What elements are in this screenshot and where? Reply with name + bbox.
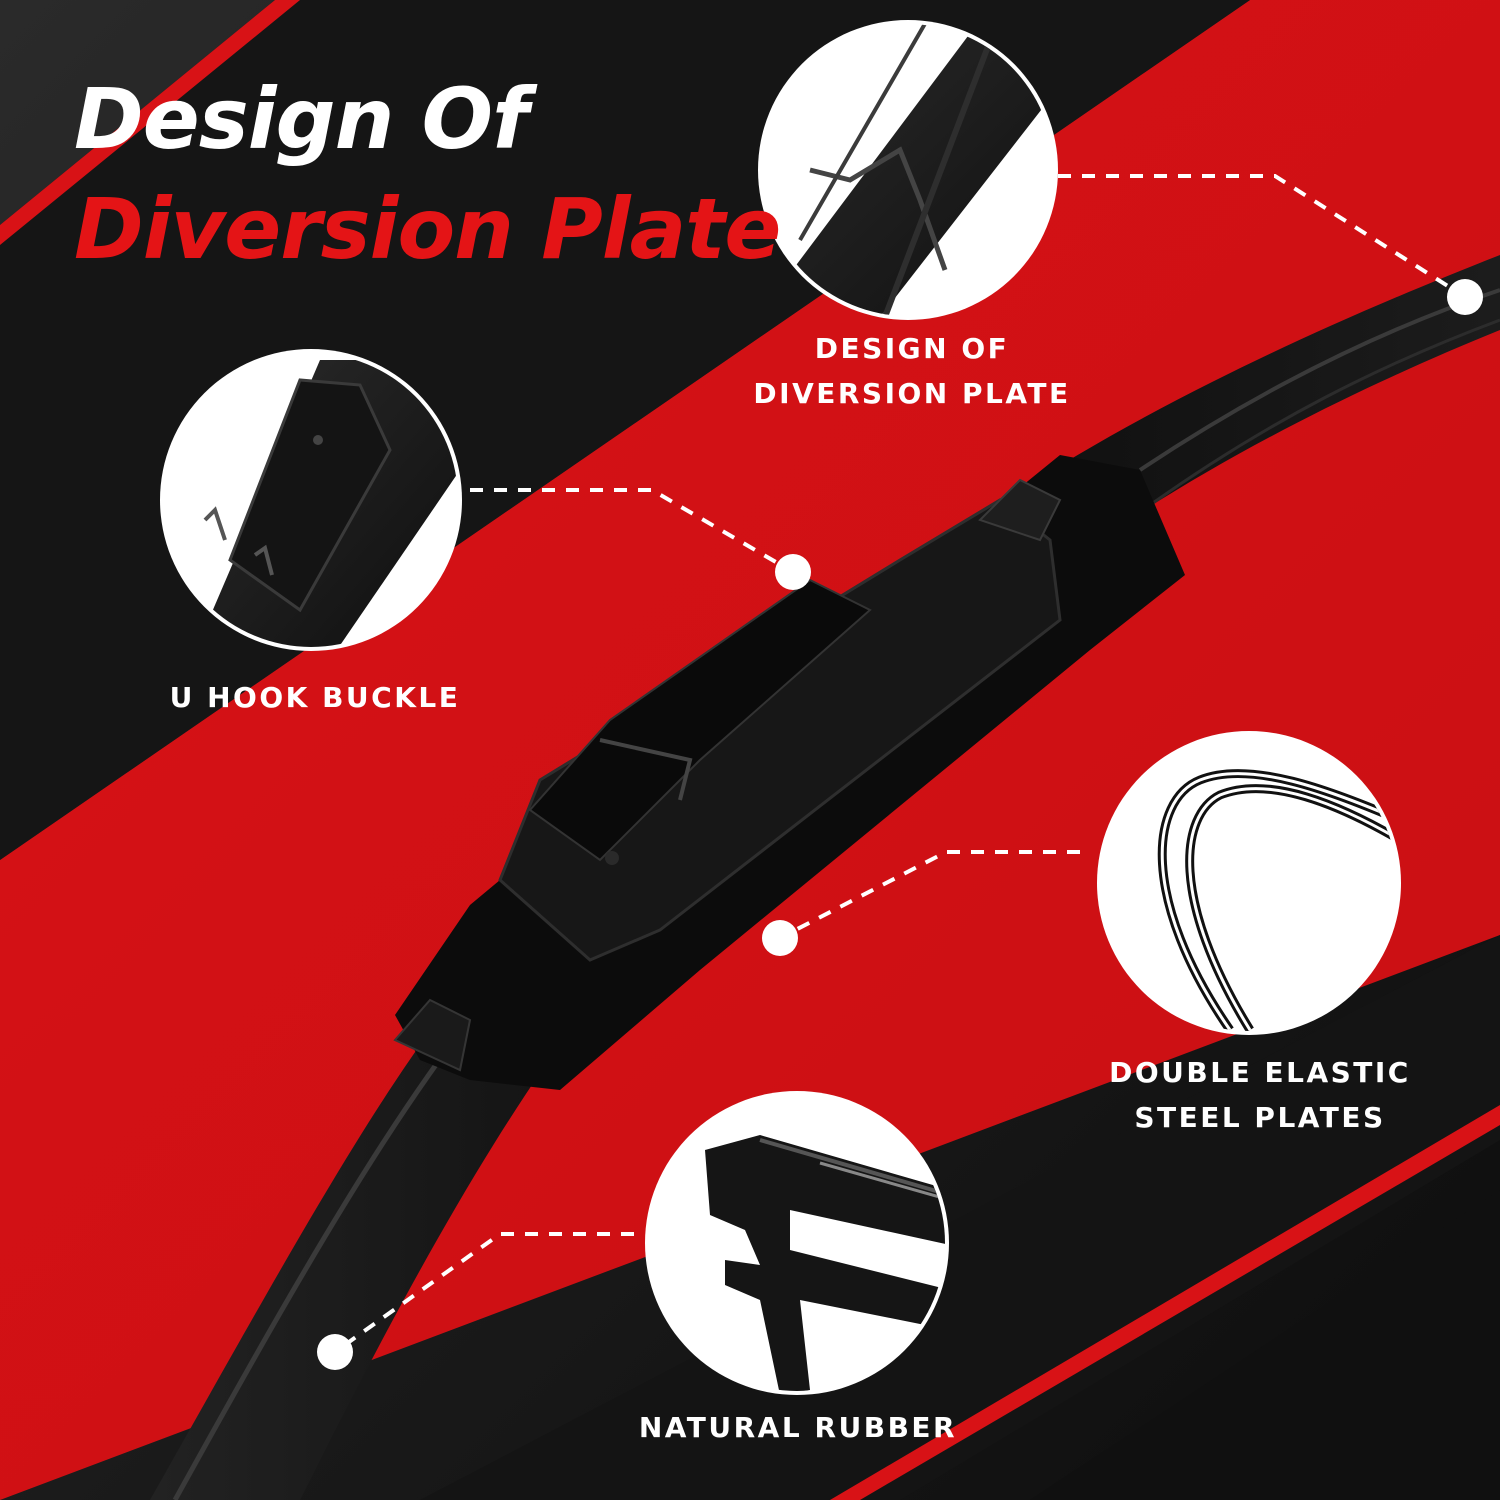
callout-label-steel-plates: DOUBLE ELASTIC STEEL PLATES xyxy=(1080,1050,1440,1140)
headline-line-1: Design Of xyxy=(74,70,529,168)
dark-corner xyxy=(1030,1190,1500,1500)
red-stripe-lower xyxy=(830,1105,1500,1500)
callout-label-rubber: NATURAL RUBBER xyxy=(616,1405,980,1450)
callout-dot-steel-plates xyxy=(762,920,798,956)
detail-circle-u-hook xyxy=(160,349,462,651)
callout-label-line: STEEL PLATES xyxy=(1134,1101,1386,1134)
callout-label-line: DESIGN OF xyxy=(814,332,1010,365)
callout-dot-u-hook xyxy=(775,554,811,590)
callout-dot-diversion-plate xyxy=(1447,279,1483,315)
callout-label-line: NATURAL RUBBER xyxy=(638,1411,958,1444)
dark-lower-band xyxy=(420,935,1500,1500)
headline-line-2: Diversion Plate xyxy=(74,180,781,278)
callout-label-line: DIVERSION PLATE xyxy=(753,377,1071,410)
detail-circle-diversion-plate xyxy=(758,20,1058,320)
detail-circle-rubber xyxy=(645,1091,949,1395)
connector-housing xyxy=(393,455,1185,1090)
callout-connectors xyxy=(333,174,1467,1354)
callout-label-u-hook: U HOOK BUCKLE xyxy=(140,675,490,720)
red-stripe-top xyxy=(0,0,300,245)
detail-circle-steel-plates xyxy=(1097,731,1401,1035)
callout-label-diversion-plate: DESIGN OF DIVERSION PLATE xyxy=(732,326,1092,416)
callout-label-line: U HOOK BUCKLE xyxy=(169,681,461,714)
callout-dot-rubber xyxy=(317,1334,353,1370)
callout-label-line: DOUBLE ELASTIC xyxy=(1109,1056,1411,1089)
